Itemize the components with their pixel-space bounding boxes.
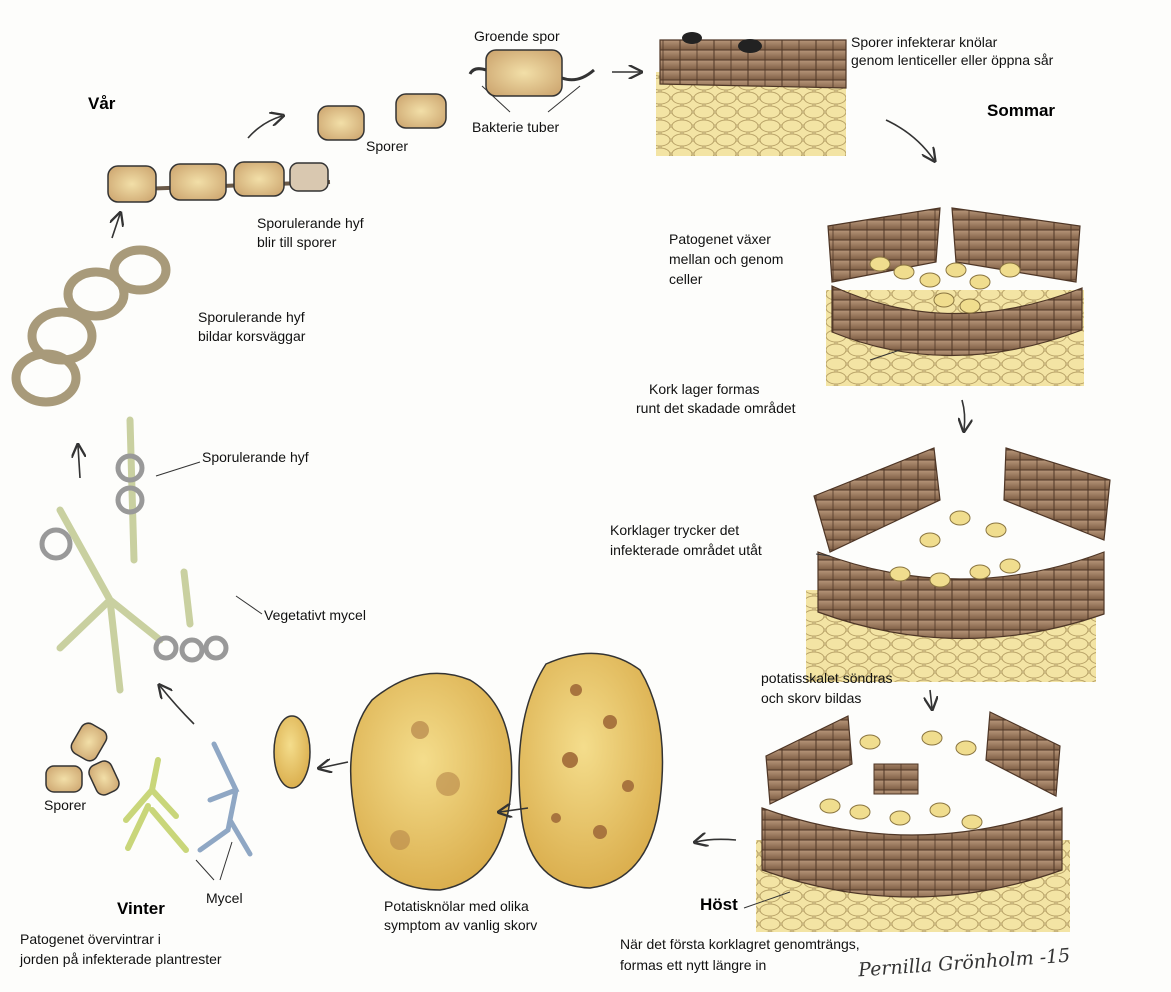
label-mycel: Mycel bbox=[206, 888, 243, 908]
label-cork-pushes-2: infekterade området utåt bbox=[610, 540, 762, 560]
label-pathogen-grows-2: mellan och genom bbox=[669, 249, 783, 269]
label-sporulating-to-spores-1: Sporulerande hyf bbox=[257, 213, 364, 233]
tissue-pathogen-growth bbox=[826, 208, 1084, 386]
label-autumn-note-1: När det första korklagret genomträngs, bbox=[620, 934, 860, 954]
label-peel-breaks-1: potatisskalet söndras bbox=[761, 668, 893, 688]
season-summer: Sommar bbox=[987, 101, 1055, 121]
tissue-scab-formed bbox=[756, 712, 1070, 932]
label-tubers-1: Potatisknölar med olika bbox=[384, 896, 529, 916]
label-pathogen-grows-1: Patogenet växer bbox=[669, 229, 771, 249]
label-autumn-note-2: formas ett nytt längre in bbox=[620, 955, 766, 975]
label-bacteria-tuber: Bakterie tuber bbox=[472, 117, 559, 137]
label-vegetative: Vegetativt mycel bbox=[264, 605, 366, 625]
label-spores-spring: Sporer bbox=[366, 136, 408, 156]
label-infect-1: Sporer infekterar knölar bbox=[851, 32, 997, 52]
label-germinating-spore: Groende spor bbox=[474, 26, 560, 46]
label-sporulating-hyph: Sporulerande hyf bbox=[202, 447, 309, 467]
potato-tubers bbox=[274, 653, 663, 890]
label-spores-winter: Sporer bbox=[44, 795, 86, 815]
winter-spores-mycel bbox=[46, 720, 250, 854]
label-crosswalls-2: bildar korsväggar bbox=[198, 326, 305, 346]
hyphae bbox=[16, 250, 226, 690]
label-infect-2: genom lenticeller eller öppna sår bbox=[851, 50, 1053, 70]
label-winter-note-2: jorden på infekterade plantrester bbox=[20, 949, 222, 969]
label-pathogen-grows-3: celler bbox=[669, 269, 702, 289]
label-crosswalls-1: Sporulerande hyf bbox=[198, 307, 305, 327]
germinating-spore bbox=[470, 50, 594, 112]
season-winter: Vinter bbox=[117, 899, 165, 919]
label-sporulating-to-spores-2: blir till sporer bbox=[257, 232, 336, 252]
label-peel-breaks-2: och skorv bildas bbox=[761, 688, 861, 708]
label-tubers-2: symptom av vanlig skorv bbox=[384, 915, 537, 935]
tissue-cork-push bbox=[806, 448, 1110, 682]
label-cork-forms-2: runt det skadade området bbox=[636, 398, 796, 418]
tuber-surface-infection bbox=[656, 32, 846, 156]
label-winter-note-1: Patogenet övervintrar i bbox=[20, 929, 161, 949]
label-cork-pushes-1: Korklager trycker det bbox=[610, 520, 739, 540]
season-autumn: Höst bbox=[700, 895, 738, 915]
season-spring: Vår bbox=[88, 94, 115, 114]
label-cork-forms-1: Kork lager formas bbox=[649, 379, 759, 399]
